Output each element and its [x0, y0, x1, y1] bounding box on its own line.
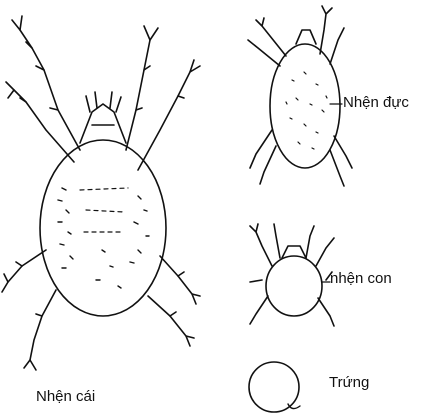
young-mite-label: nhện con: [330, 270, 392, 287]
female-mite-illustration: [2, 16, 200, 370]
male-mite-illustration: [248, 6, 352, 186]
egg-illustration: [249, 362, 300, 412]
egg-label: Trứng: [329, 374, 369, 391]
male-mite-label: Nhện đực: [343, 94, 409, 111]
young-mite-illustration: [250, 224, 334, 326]
female-mite-label: Nhện cái: [36, 388, 95, 405]
